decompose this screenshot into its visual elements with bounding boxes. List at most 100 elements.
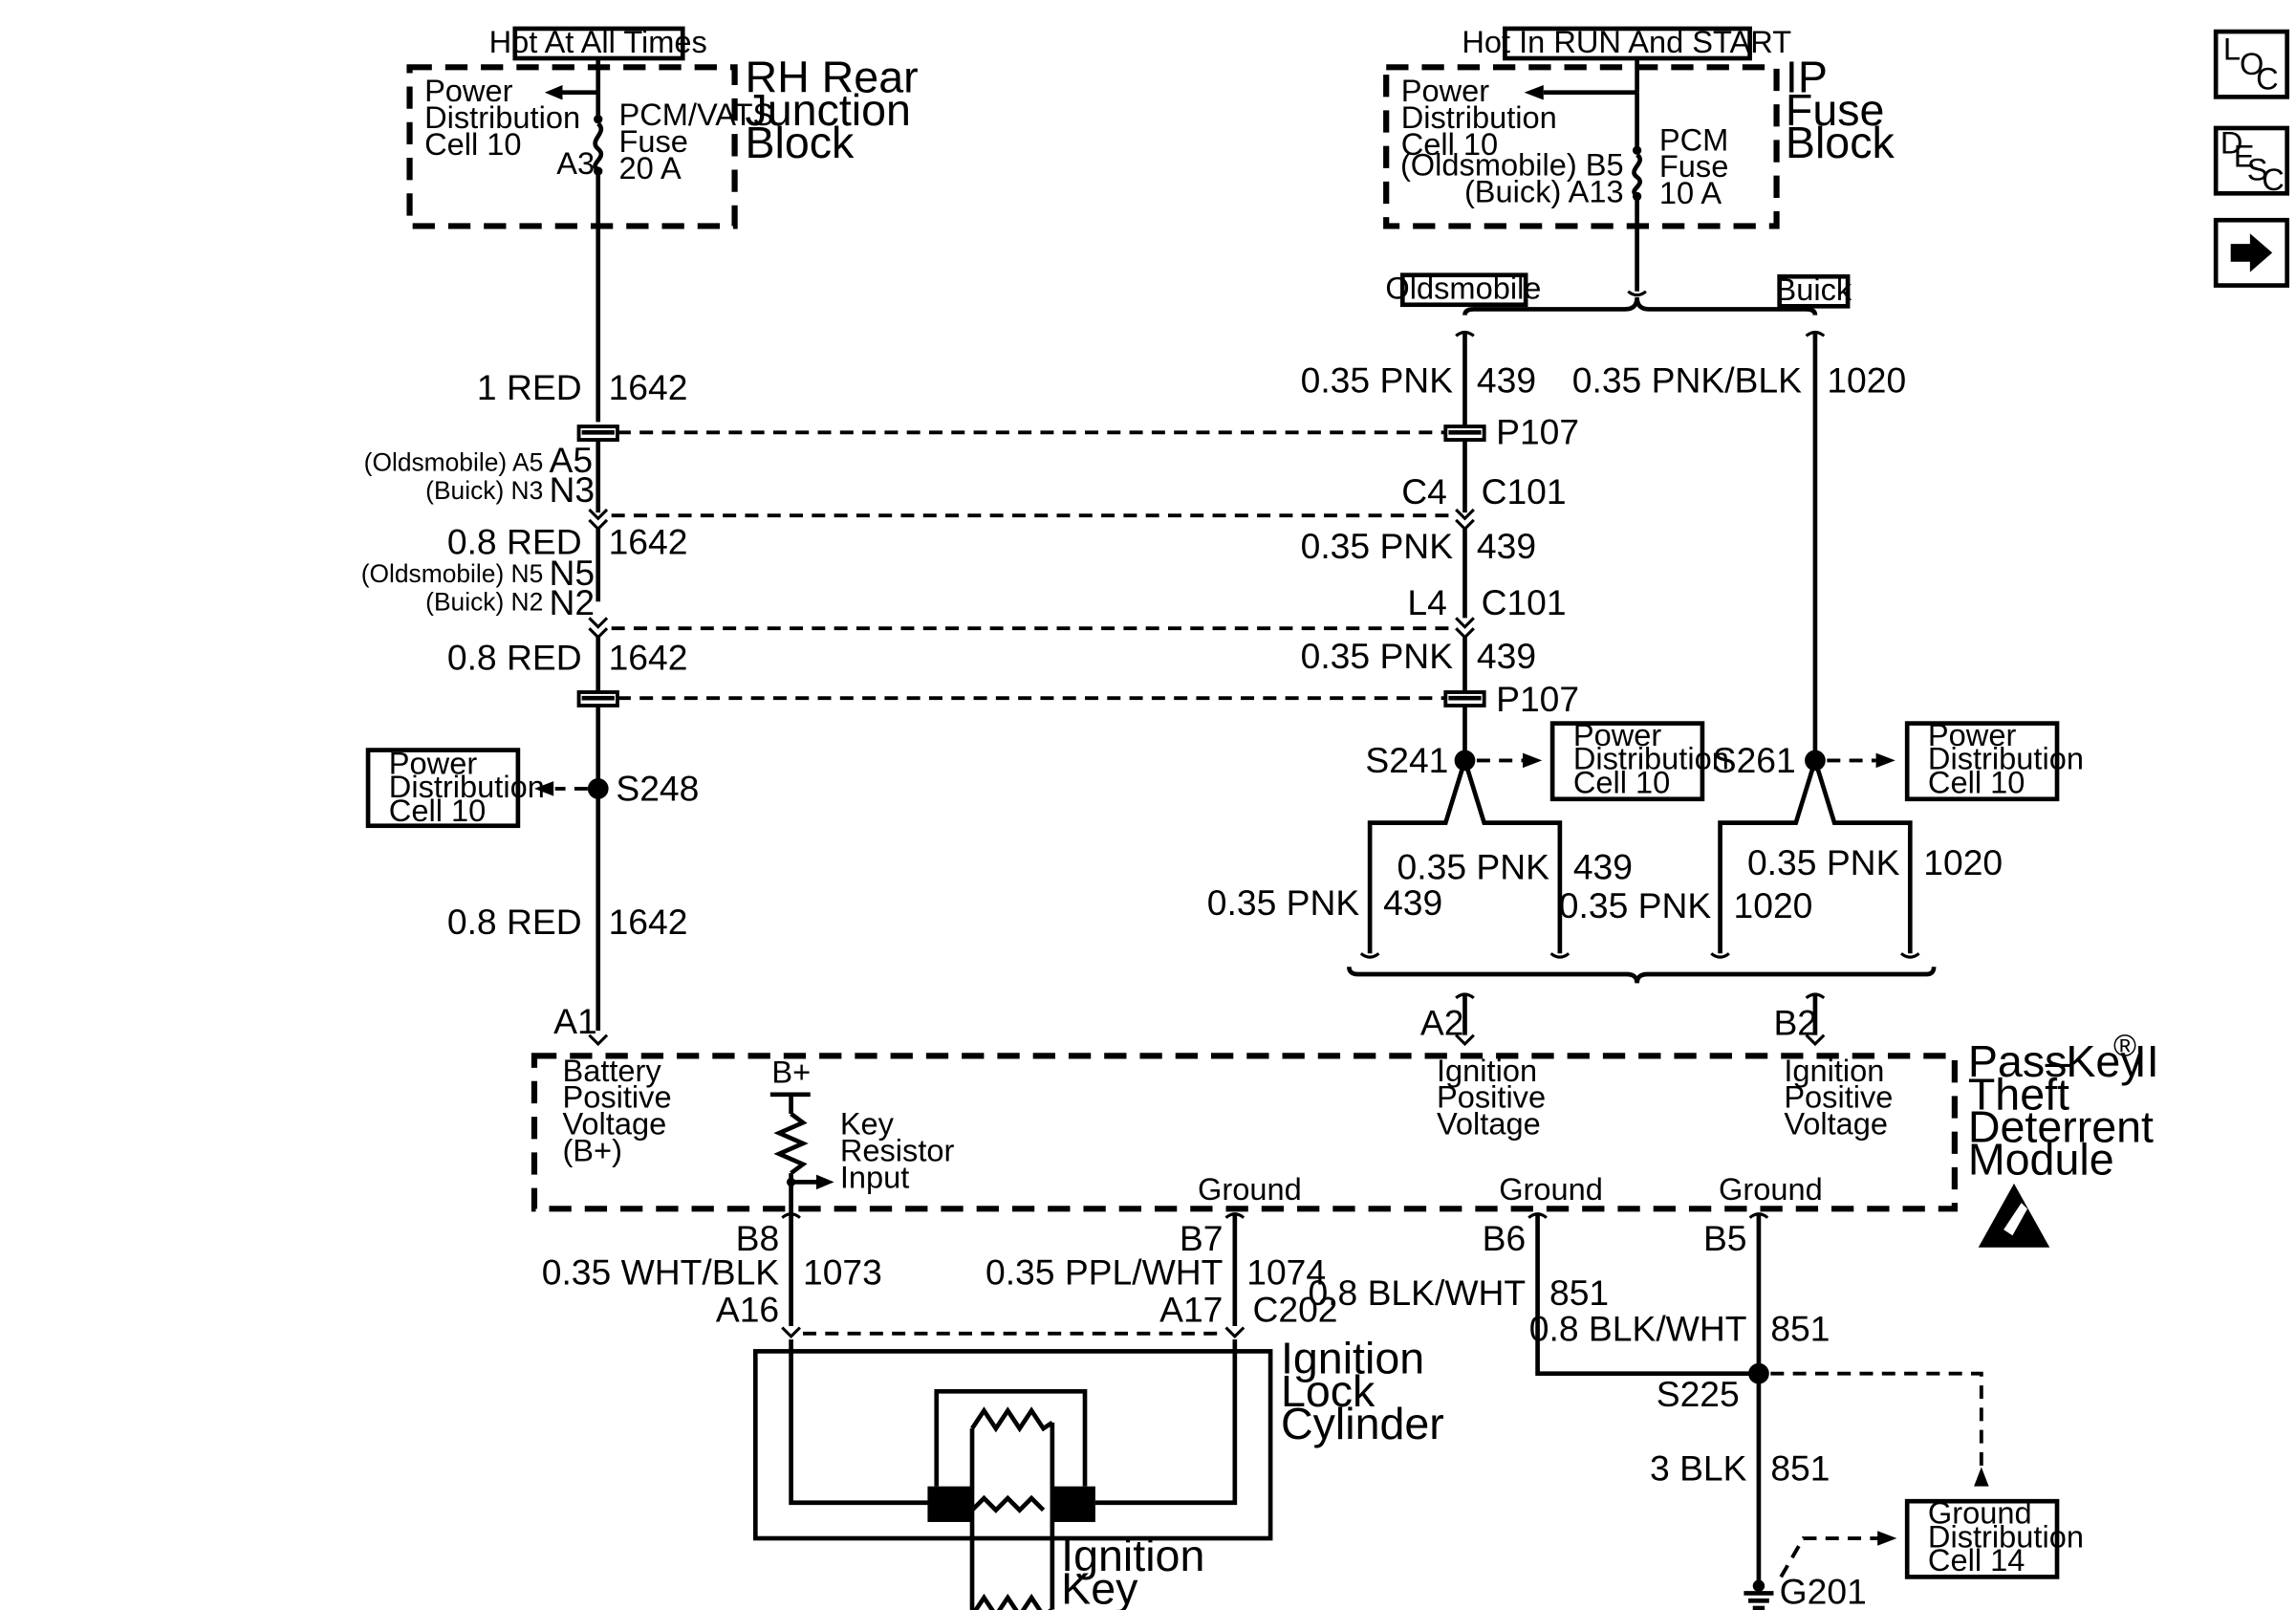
circuit-number: 1020 [1827, 359, 1906, 400]
module-text: Input [840, 1160, 909, 1195]
gd-label: Distribution [1928, 1518, 2084, 1554]
wire-color: 0.35 WHT/BLK [542, 1252, 780, 1293]
nav-glyph: O [2240, 46, 2264, 81]
pin-icon [588, 617, 609, 640]
terminal-label: (Oldsmobile) A5 [364, 448, 544, 477]
module-text: Voltage [562, 1106, 666, 1142]
wire-color: 0.35 PPL/WHT [986, 1252, 1223, 1293]
module-text: Voltage [1784, 1106, 1888, 1142]
next-button[interactable] [2213, 217, 2290, 288]
module-title: ® [2113, 1027, 2136, 1062]
circuit-number: 851 [1549, 1273, 1609, 1313]
terminal-n3: N3 [549, 469, 595, 510]
pin-icon [1805, 1033, 1826, 1047]
fuse-icon [1632, 153, 1642, 197]
pd-label: Distribution [1401, 99, 1557, 135]
pd-label: Power [424, 73, 513, 108]
connector-label: P107 [1496, 412, 1579, 452]
nav-glyph: L [2223, 32, 2241, 67]
source-label-box [1503, 26, 1752, 61]
nav-glyph: C [2256, 61, 2279, 97]
terminal-label: (Oldsmobile) N5 [361, 559, 544, 588]
arrow-icon [815, 1174, 834, 1190]
circuit-number: 1642 [609, 367, 688, 407]
terminal-label: C4 [1401, 471, 1447, 511]
module-text: Ground [1499, 1171, 1603, 1207]
circuit-number: 1642 [609, 902, 688, 942]
block-title: Block [1786, 118, 1895, 167]
circuit-number: 439 [1477, 359, 1536, 400]
pd-label: Power [1401, 73, 1490, 108]
nav-buttons: L O C D E S C [2213, 29, 2290, 288]
wire-color: 1 RED [477, 367, 582, 407]
wire-color: 0.8 BLK/WHT [1529, 1309, 1747, 1349]
fuse-label: PCM/VATS [618, 97, 773, 132]
module-terminal-b6: B6 [1483, 1218, 1527, 1258]
module-title: Deterrent [1968, 1101, 2154, 1151]
circuit-number: 1020 [1734, 885, 1813, 925]
splice-label: S248 [616, 768, 699, 808]
lock-cylinder-label: Lock [1281, 1366, 1375, 1416]
branch-wire [1718, 759, 1818, 954]
arrow-icon [1974, 1467, 1989, 1487]
terminal-n2: N2 [549, 582, 595, 622]
lock-cylinder-outline [752, 1349, 1273, 1541]
arrow-right-icon [2230, 233, 2273, 272]
ground-circuit: B6 0.8 BLK/WHT 851 B5 0.8 BLK/WHT 851 S2… [1308, 1212, 2084, 1610]
module-text: Positive [1784, 1079, 1893, 1115]
variant-label-box [1399, 272, 1528, 308]
terminal-label: A16 [716, 1289, 779, 1329]
key-contact [927, 1486, 973, 1522]
fuse-terminal: (Buick) A13 [1464, 174, 1624, 209]
circuit-number: 439 [1477, 526, 1536, 566]
theft-deterrent-module: Battery Positive Voltage (B+) B+ Key Res… [531, 1027, 2159, 1248]
circuit-1020: 0.35 PNK/BLK 1020 S261 Power Distributio… [1559, 330, 2084, 959]
nav-glyph: D [2220, 124, 2243, 160]
fuse-label: Fuse [618, 123, 687, 159]
module-text: Battery [562, 1053, 661, 1088]
module-text: Positive [562, 1079, 671, 1115]
module-text: Ignition [1784, 1053, 1884, 1088]
circuit-number: 1074 [1246, 1252, 1326, 1293]
arrow-icon [533, 781, 554, 796]
ip-fuse-block: Hot In RUN And START Power Distribution … [1383, 24, 1895, 315]
circuit-number: 1642 [609, 522, 688, 562]
splice-label: S225 [1657, 1374, 1740, 1414]
ground-point-label: G201 [1780, 1571, 1867, 1610]
terminal-n5: N5 [549, 553, 595, 593]
circuit-number: 1073 [803, 1252, 882, 1293]
module-title: – [2046, 1036, 2070, 1086]
wire-color: 0.35 PNK [1301, 359, 1454, 400]
branch-wire [1812, 759, 1913, 954]
wire-color: 0.35 PNK [1301, 526, 1454, 566]
connector-label: C202 [1252, 1289, 1337, 1329]
pin-icon [588, 1033, 609, 1047]
variant-oldsmobile: Oldsmobile [1385, 271, 1541, 306]
fuse-label: 10 A [1659, 175, 1722, 210]
arrow-icon [1524, 84, 1544, 100]
wire-color: 0.8 BLK/WHT [1308, 1273, 1526, 1313]
wire-color: 0.8 RED [447, 638, 582, 678]
block-title: Fuse [1786, 85, 1885, 135]
location-button[interactable]: L O C [2213, 29, 2290, 99]
wire-color: 0.35 PNK [1207, 882, 1360, 923]
module-terminal-b7: B7 [1180, 1218, 1224, 1258]
pd-label: Cell 10 [389, 793, 486, 828]
connector-label: P107 [1496, 679, 1579, 719]
nav-glyph: C [2262, 162, 2285, 197]
wire-color: 0.35 PNK/BLK [1572, 359, 1802, 400]
splice-s248 [587, 778, 609, 799]
circuit-number: 439 [1383, 882, 1442, 923]
fuse-terminal: (Oldsmobile) B5 [1400, 147, 1624, 183]
wire-color: 0.8 RED [447, 522, 582, 562]
module-title: Theft [1968, 1069, 2069, 1119]
pd-label: Distribution [424, 99, 580, 135]
module-outline [531, 1053, 1958, 1212]
ignition-key-label: Ignition [1061, 1531, 1204, 1580]
description-button[interactable]: D E S C [2213, 124, 2290, 197]
module-terminal-b8: B8 [736, 1218, 780, 1258]
arrow-icon [1877, 1531, 1897, 1546]
gd-label: Ground [1928, 1494, 2032, 1530]
branch-wire [1367, 759, 1467, 954]
circuit-1642: 1 RED 1642 (Oldsmobile) A5 (Buick) N3 A5… [361, 367, 1455, 1047]
